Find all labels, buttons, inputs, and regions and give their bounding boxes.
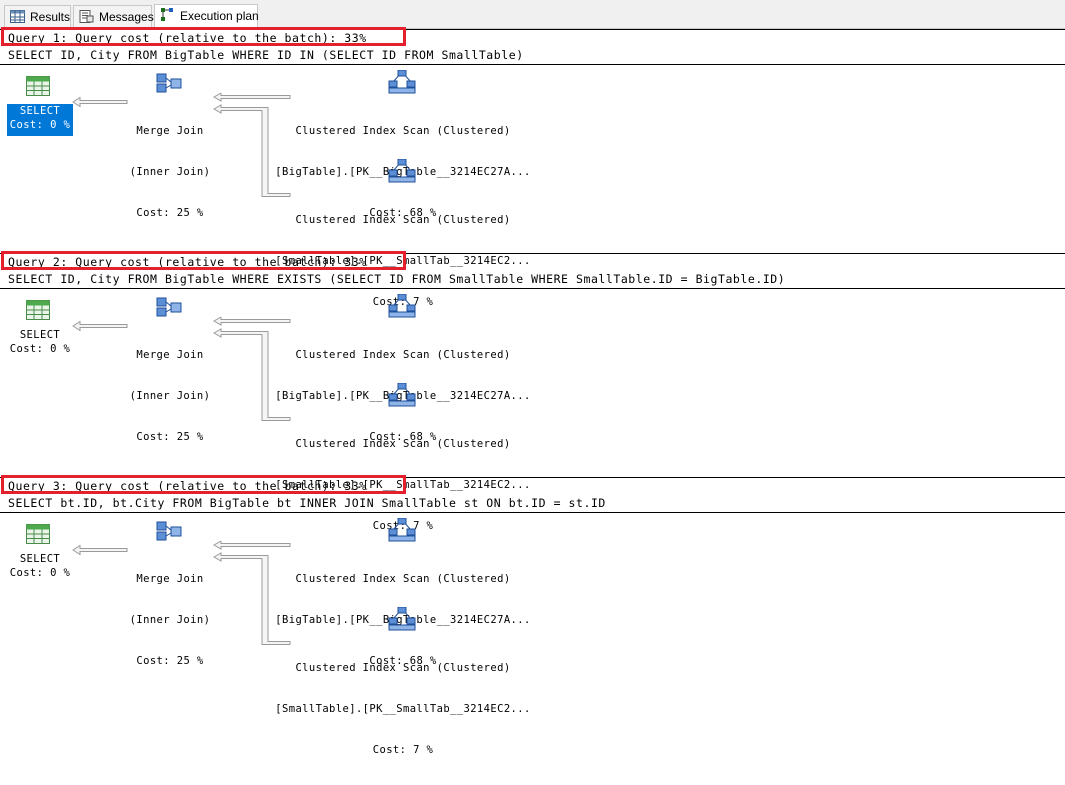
index-scan-object: [SmallTable].[PK__SmallTab__3214EC2... [275, 478, 531, 491]
index-scan-node[interactable]: Clustered Index Scan (Clustered) [SmallT… [268, 635, 538, 785]
index-scan-cost: Cost: 7 % [372, 743, 434, 756]
index-scan-object: [BigTable].[PK__BigTable__3214EC27A... [275, 389, 531, 402]
tab-results[interactable]: Results [4, 5, 71, 27]
merge-join-label: Merge Join [136, 573, 204, 586]
query-sql-text: SELECT ID, City FROM BigTable WHERE ID I… [8, 48, 524, 62]
tab-messages[interactable]: Messages [73, 5, 154, 27]
query-plan-section-1: Query 1: Query cost (relative to the bat… [0, 27, 1065, 308]
execution-plan-icon [161, 8, 173, 21]
select-operator-label: SELECT [19, 329, 61, 341]
data-flow-arrow [72, 96, 128, 108]
query-plan-section-3: Query 3: Query cost (relative to the bat… [0, 475, 1065, 756]
index-scan-node[interactable]: Clustered Index Scan (Clustered) [BigTab… [268, 98, 538, 248]
select-operator-cost: Cost: 0 % [9, 119, 71, 131]
highlight-box [1, 27, 406, 46]
index-scan-node[interactable]: Clustered Index Scan (Clustered) [BigTab… [268, 322, 538, 472]
select-operator-cost: Cost: 0 % [9, 343, 71, 355]
query-cost-header: Query 3: Query cost (relative to the bat… [8, 479, 367, 493]
section-divider [0, 29, 1065, 30]
highlight-box [1, 475, 406, 494]
index-scan-cost: Cost: 68 % [369, 206, 437, 219]
section-divider [0, 477, 1065, 478]
index-scan-object: [BigTable].[PK__BigTable__3214EC27A... [275, 613, 531, 626]
merge-join-icon[interactable] [156, 71, 182, 95]
clustered-index-scan-icon[interactable] [388, 294, 416, 318]
clustered-index-scan-icon[interactable] [388, 383, 416, 407]
index-scan-node[interactable]: Clustered Index Scan (Clustered) [SmallT… [268, 411, 538, 561]
messages-icon [79, 10, 94, 23]
clustered-index-scan-icon[interactable] [388, 159, 416, 183]
merge-join-type: (Inner Join) [129, 165, 211, 178]
index-scan-label: Clustered Index Scan (Clustered) [295, 662, 511, 675]
query-cost-header: Query 2: Query cost (relative to the bat… [8, 255, 367, 269]
clustered-index-scan-icon[interactable] [388, 607, 416, 631]
query-plan-section-2: Query 2: Query cost (relative to the bat… [0, 251, 1065, 532]
select-operator-node[interactable]: SELECT Cost: 0 % [7, 552, 73, 584]
results-tab-strip: Results Messages Execution plan [0, 0, 1065, 29]
index-scan-label: Clustered Index Scan (Clustered) [295, 214, 511, 227]
merge-join-cost: Cost: 25 % [136, 206, 204, 219]
merge-join-cost: Cost: 25 % [136, 654, 204, 667]
select-operator-label: SELECT [19, 553, 61, 565]
index-scan-node[interactable]: Clustered Index Scan (Clustered) [BigTab… [268, 546, 538, 696]
select-operator-cost: Cost: 0 % [9, 567, 71, 579]
select-operator-icon[interactable] [26, 524, 50, 544]
clustered-index-scan-icon[interactable] [388, 70, 416, 94]
query-cost-header: Query 1: Query cost (relative to the bat… [8, 31, 367, 45]
select-operator-icon[interactable] [26, 76, 50, 96]
section-divider [0, 512, 1065, 513]
index-scan-label: Clustered Index Scan (Clustered) [295, 349, 511, 362]
query-sql-text: SELECT ID, City FROM BigTable WHERE EXIS… [8, 272, 786, 286]
index-scan-label: Clustered Index Scan (Clustered) [295, 573, 511, 586]
data-flow-arrow [72, 320, 128, 332]
index-scan-label: Clustered Index Scan (Clustered) [295, 125, 511, 138]
grid-icon [10, 10, 25, 23]
clustered-index-scan-icon[interactable] [388, 518, 416, 542]
tab-execution-plan[interactable]: Execution plan [154, 4, 259, 28]
merge-join-cost: Cost: 25 % [136, 430, 204, 443]
select-operator-node[interactable]: SELECT Cost: 0 % [7, 104, 73, 136]
section-divider [0, 253, 1065, 254]
index-scan-cost: Cost: 68 % [369, 654, 437, 667]
tab-messages-label: Messages [99, 10, 154, 24]
select-operator-node[interactable]: SELECT Cost: 0 % [7, 328, 73, 360]
merge-join-icon[interactable] [156, 519, 182, 543]
index-scan-object: [BigTable].[PK__BigTable__3214EC27A... [275, 165, 531, 178]
index-scan-object: [SmallTable].[PK__SmallTab__3214EC2... [275, 702, 531, 715]
data-flow-arrow [212, 317, 291, 421]
select-operator-icon[interactable] [26, 300, 50, 320]
section-divider [0, 64, 1065, 65]
highlight-box [1, 251, 406, 270]
query-sql-text: SELECT bt.ID, bt.City FROM BigTable bt I… [8, 496, 606, 510]
data-flow-arrow [212, 93, 291, 197]
merge-join-node[interactable]: Merge Join (Inner Join) Cost: 25 % [118, 322, 222, 472]
tab-results-label: Results [30, 10, 71, 24]
select-operator-label: SELECT [19, 105, 61, 117]
section-divider [0, 288, 1065, 289]
merge-join-icon[interactable] [156, 295, 182, 319]
merge-join-node[interactable]: Merge Join (Inner Join) Cost: 25 % [118, 546, 222, 696]
merge-join-label: Merge Join [136, 125, 204, 138]
index-scan-label: Clustered Index Scan (Clustered) [295, 438, 511, 451]
merge-join-type: (Inner Join) [129, 613, 211, 626]
data-flow-arrow [72, 544, 128, 556]
merge-join-label: Merge Join [136, 349, 204, 362]
data-flow-arrow [212, 541, 291, 645]
index-scan-cost: Cost: 68 % [369, 430, 437, 443]
tab-execution-plan-label: Execution plan [180, 9, 259, 23]
merge-join-node[interactable]: Merge Join (Inner Join) Cost: 25 % [118, 98, 222, 248]
merge-join-type: (Inner Join) [129, 389, 211, 402]
index-scan-object: [SmallTable].[PK__SmallTab__3214EC2... [275, 254, 531, 267]
